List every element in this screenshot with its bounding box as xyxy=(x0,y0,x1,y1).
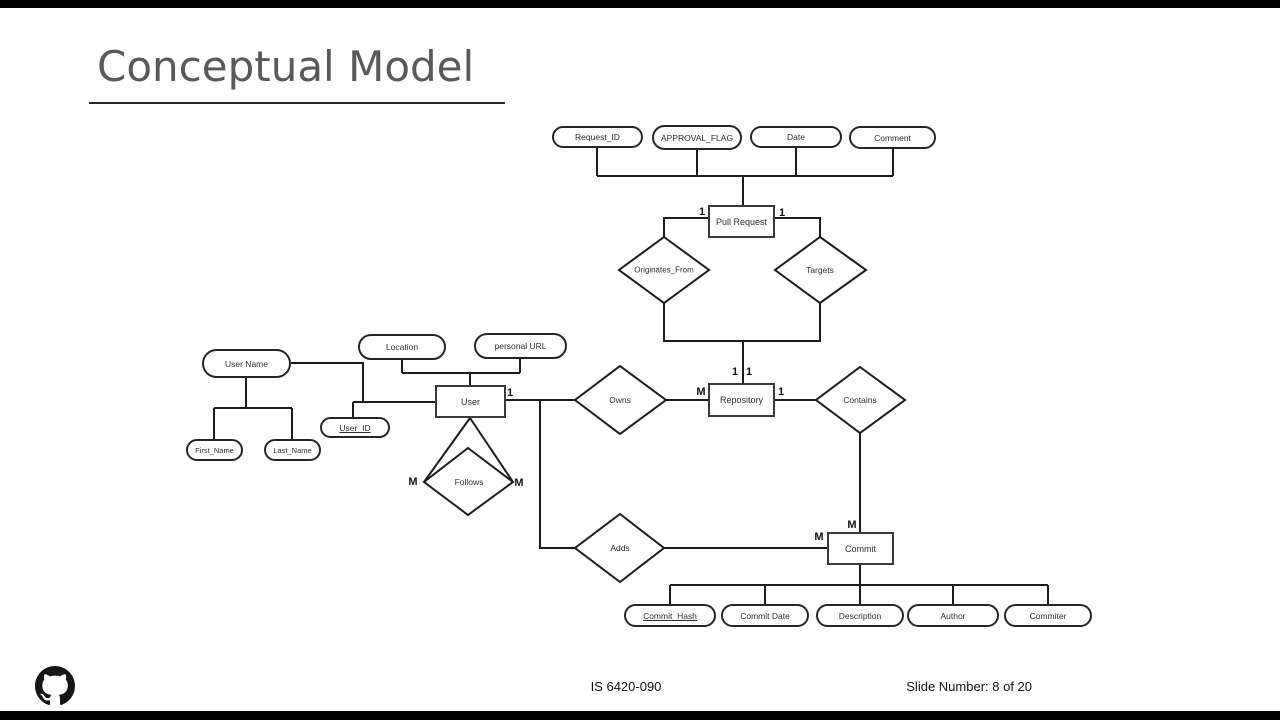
attribute-request-id: Request_ID xyxy=(552,126,643,148)
attribute-last-name: Last_Name xyxy=(264,439,321,461)
attribute-first-name: First_Name xyxy=(186,439,243,461)
relationship-adds-label: Adds xyxy=(610,543,630,553)
relationship-targets-label: Targets xyxy=(806,265,834,275)
attribute-approval-flag: APPROVAL_FLAG xyxy=(652,125,742,150)
github-octocat-icon xyxy=(35,666,75,706)
attribute-location: Location xyxy=(358,334,446,360)
relationship-originates-from-label: Originates_From xyxy=(634,265,694,275)
letterbox-bottom xyxy=(0,711,1280,720)
cardinality-repository-targets: 1 xyxy=(745,366,753,378)
cardinality-repository-owns: M xyxy=(696,386,706,398)
attribute-user-id: User_ID xyxy=(320,417,390,438)
attribute-commiter: Commiter xyxy=(1004,604,1092,627)
attribute-personal-url: personal URL xyxy=(474,333,567,359)
diamond-contains xyxy=(814,365,907,435)
diamond-owns xyxy=(573,364,668,436)
attribute-commit-hash: Commit_Hash xyxy=(624,604,716,627)
cardinality-pullrequest-targets: 1 xyxy=(778,207,786,219)
attribute-description: Description xyxy=(816,604,904,627)
relationship-contains-label: Contains xyxy=(843,395,877,405)
cardinality-repository-contains: 1 xyxy=(777,386,785,398)
cardinality-commit-adds: M xyxy=(814,531,824,543)
diamond-adds xyxy=(573,512,666,584)
attribute-commit-date: Commit Date xyxy=(721,604,809,627)
diamond-originates-from xyxy=(617,235,711,305)
title-underline xyxy=(89,102,505,104)
diamond-follows xyxy=(422,446,515,517)
cardinality-pullrequest-originates: 1 xyxy=(698,206,706,218)
cardinality-follows-right: M xyxy=(514,477,524,489)
footer-course-code: IS 6420-090 xyxy=(590,679,662,694)
cardinality-repository-originates: 1 xyxy=(731,366,739,378)
attribute-date: Date xyxy=(750,126,842,148)
diamond-targets xyxy=(773,235,868,305)
relationship-follows-label: Follows xyxy=(454,477,484,487)
entity-pull-request: Pull Request xyxy=(708,205,775,238)
footer-slide-number: Slide Number: 8 of 20 xyxy=(906,679,1032,694)
entity-commit: Commit xyxy=(827,532,894,565)
entity-repository: Repository xyxy=(708,383,775,417)
attribute-author: Author xyxy=(907,604,999,627)
connector-lines xyxy=(213,148,1049,604)
attribute-comment: Comment xyxy=(849,126,936,149)
cardinality-follows-left: M xyxy=(408,476,418,488)
attribute-user-name: User Name xyxy=(202,349,291,378)
cardinality-commit-contains: M xyxy=(847,519,857,531)
letterbox-top xyxy=(0,0,1280,8)
slide-title: Conceptual Model xyxy=(97,42,475,91)
cardinality-user-owns: 1 xyxy=(506,387,514,399)
relationship-owns-label: Owns xyxy=(609,395,631,405)
entity-user: User xyxy=(435,385,506,418)
